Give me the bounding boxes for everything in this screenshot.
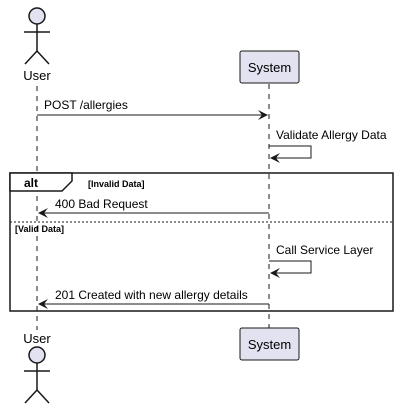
- participant-system-label-top: System: [248, 60, 291, 75]
- message-call-service-label: Call Service Layer: [276, 243, 373, 257]
- message-post-allergies: POST /allergies: [37, 98, 268, 120]
- message-validate-label: Validate Allergy Data: [276, 128, 387, 142]
- actor-user-label-bottom: User: [23, 331, 51, 346]
- message-validate-allergy-data: Validate Allergy Data: [269, 128, 387, 163]
- alt-keyword-tab: [9, 172, 73, 192]
- message-400-bad-request: 400 Bad Request: [38, 197, 269, 218]
- alt-guard-valid: [Valid Data]: [15, 224, 64, 234]
- participant-system-label-bottom: System: [248, 337, 291, 352]
- participant-system-bottom: System: [239, 327, 300, 361]
- alt-keyword: alt: [24, 176, 38, 190]
- actor-user-icon-bottom: [24, 346, 50, 404]
- message-400-label: 400 Bad Request: [55, 197, 148, 211]
- alt-guard-invalid: [Invalid Data]: [88, 179, 145, 189]
- alt-fragment: alt [Invalid Data] [Valid Data]: [9, 172, 394, 312]
- message-201-label: 201 Created with new allergy details: [55, 288, 248, 302]
- participant-system-box-bottom: [239, 327, 300, 361]
- message-201-created: 201 Created with new allergy details: [38, 288, 269, 309]
- message-call-service-layer: Call Service Layer: [269, 243, 373, 278]
- alt-fragment-frame: [9, 172, 394, 312]
- participant-system-box-top: [239, 50, 300, 84]
- actor-user-top: User: [23, 7, 51, 83]
- actor-user-bottom: User: [23, 331, 51, 404]
- message-post-allergies-label: POST /allergies: [44, 98, 128, 112]
- actor-user-icon: [24, 7, 50, 65]
- participant-system-top: System: [239, 50, 300, 84]
- actor-user-label-top: User: [23, 68, 51, 83]
